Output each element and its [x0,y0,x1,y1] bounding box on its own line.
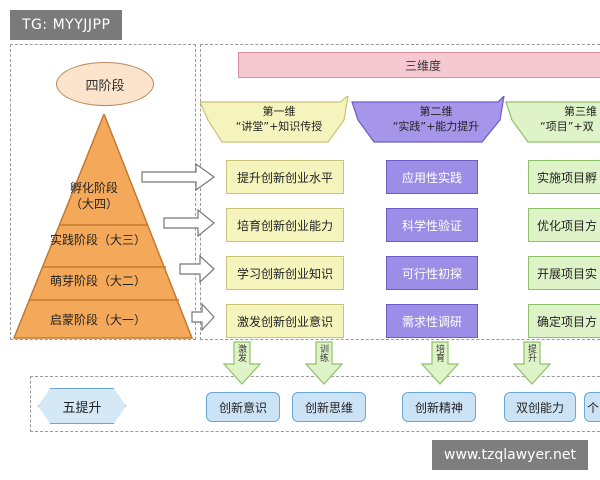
improvement-item: 个 [584,392,600,422]
stages-title: 四阶段 [56,62,154,106]
improvement-item: 创新精神 [402,392,476,422]
dimension-3-name: 第三维 [564,105,597,118]
arrow-label: 培育 [434,344,444,362]
arrow-label: 提升 [526,344,536,362]
down-arrow-icon [304,341,344,385]
stage-level-1: 启蒙阶段（大一） [49,313,146,327]
dimension-1-item: 学习创新创业知识 [226,256,344,290]
stage-level-2: 萌芽阶段（大二） [49,274,146,288]
dimension-3-desc: “项目”+双 [540,120,594,133]
right-arrow-icon [191,302,215,332]
banner-dimension-3 [505,101,600,143]
dimensions-header: 三维度 [238,52,600,78]
dimension-1-item: 提升创新创业水平 [226,160,344,194]
watermark-top: TG: MYYJJPP [10,10,123,40]
dimension-banners [200,96,600,143]
dimension-1-item: 激发创新创业意识 [226,304,344,338]
stage-level-label: 孵化阶段 [69,181,118,195]
dimension-1-item: 培育创新创业能力 [226,208,344,242]
stage-pyramid [12,114,194,339]
dimension-2-desc: “实践”+能力提升 [392,120,480,133]
pyramid-shape [12,114,194,339]
down-arrow-icon [512,341,552,385]
arrow-label: 训练 [318,344,328,362]
dimension-3-title: 第三维 “项目”+双 [540,104,600,134]
dimension-3-item: 确定项目方 [528,304,600,338]
down-arrow-icon [420,341,460,385]
watermark-bottom: www.tzqlawyer.net [432,440,588,470]
improvement-item: 双创能力 [504,392,576,422]
dimension-3-item: 实施项目孵 [528,160,600,194]
dimension-2-title: 第二维 “实践”+能力提升 [376,104,496,134]
right-arrow-icon [141,162,216,192]
dimension-2-item: 可行性初探 [386,256,478,290]
dimension-2-name: 第二维 [419,105,453,118]
improvement-item: 创新意识 [206,392,280,422]
improvement-arrows [222,341,552,385]
dimension-1-title: 第一维 “讲堂”+知识传授 [224,104,334,134]
improvement-item: 创新思维 [292,392,366,422]
arrow-label: 激发 [236,344,246,362]
stage-arrows [141,162,216,332]
down-arrow-icon [222,341,262,385]
dimension-2-item: 应用性实践 [386,160,478,194]
right-arrow-icon [179,254,215,284]
dimension-2-item: 科学性验证 [386,208,478,242]
dimensions-frame [200,44,600,340]
banner-dimension-1 [200,96,349,143]
improvements-frame [30,376,600,432]
stage-level-sub: （大四） [69,197,118,211]
banner-dimension-2 [351,96,505,143]
dimension-1-desc: “讲堂”+知识传授 [235,120,323,133]
stages-frame [10,44,196,340]
dimension-3-item: 开展项目实 [528,256,600,290]
improvements-title: 五提升 [38,388,126,424]
stage-level-3: 实践阶段（大三） [49,233,146,247]
dimension-3-item: 优化项目方 [528,208,600,242]
dimension-2-item: 需求性调研 [386,304,478,338]
stage-level-4: 孵化阶段 （大四） [52,180,136,212]
dimension-1-name: 第一维 [262,105,296,118]
right-arrow-icon [163,208,215,238]
